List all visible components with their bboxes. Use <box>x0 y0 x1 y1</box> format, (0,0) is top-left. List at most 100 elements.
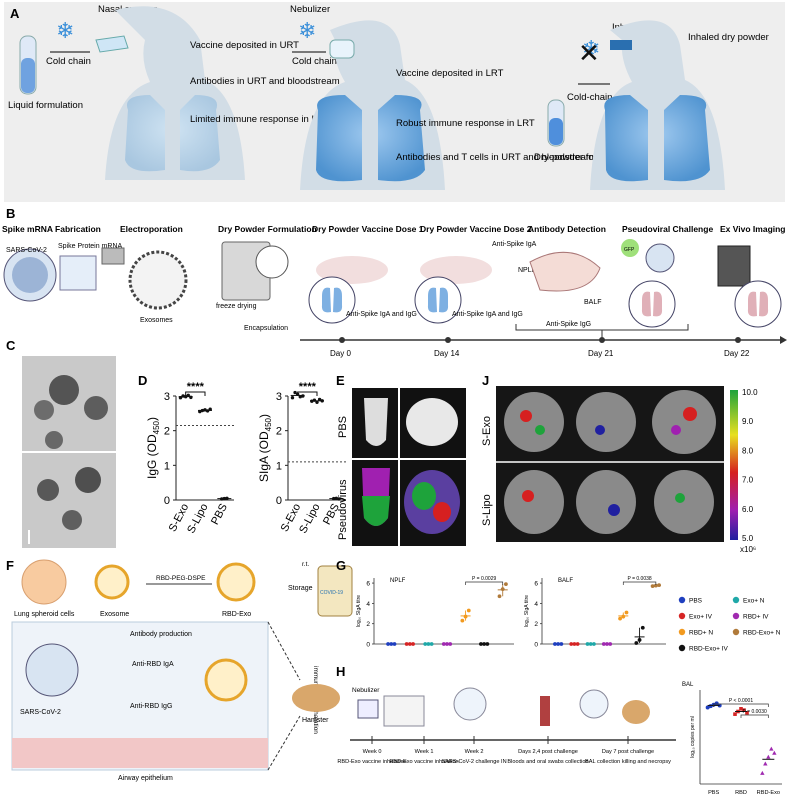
storage-label: Storage <box>288 585 313 592</box>
dissected-mouse-icon <box>529 251 601 292</box>
y-tick-label: 0 <box>276 495 282 507</box>
data-point <box>466 608 471 613</box>
y-tick-label: 2 <box>164 426 170 438</box>
nasal-sprayer-icon <box>95 35 129 53</box>
data-point <box>293 390 297 395</box>
tube-signal <box>362 496 390 526</box>
lung-slipo-3 <box>654 470 714 534</box>
snowflake-icon: ❄ <box>298 18 316 43</box>
legend-marker <box>678 612 686 620</box>
data-point <box>290 396 295 400</box>
iga-igg-label-2: Anti-Spike IgA and IgG <box>452 311 523 318</box>
vaccine-vial-icon <box>317 565 353 617</box>
snowflake-icon: ❄ <box>56 18 74 43</box>
y-tick-label: 0 <box>164 495 170 507</box>
heading-4: Dry Powder Vaccine Dose 2 <box>420 224 532 234</box>
row-label-pseudovirus: Pseudovirus <box>337 479 349 540</box>
lung-slipo-1 <box>504 470 564 534</box>
rt-label: r.t. <box>302 561 309 568</box>
x-tick-label: RBD-Exo <box>757 790 780 796</box>
p-value-2: P = 0.0030 <box>743 709 767 715</box>
panel-label-f: F <box>6 558 14 573</box>
colorbar-tick-label: 6.0 <box>742 505 754 514</box>
data-point <box>733 712 737 716</box>
data-point <box>618 616 622 621</box>
data-point <box>760 770 765 775</box>
signal-spot <box>675 493 685 503</box>
liquid-fill <box>21 58 35 93</box>
dry-powder-label: Dry-powder formulation <box>534 152 633 163</box>
pseudovirus-icon <box>645 243 675 273</box>
lung-slipo-2 <box>576 470 636 534</box>
colorbar-ticks: 10.09.08.07.06.05.0 <box>742 388 758 543</box>
data-point <box>650 584 655 589</box>
lung-sexo-1 <box>504 392 564 452</box>
panel-f: F Lung spheroid cells Exosome RBD-PEG-DS… <box>6 558 353 782</box>
vesicle <box>75 467 101 493</box>
nasal-note-3: Limited immune response in LRT <box>190 114 329 125</box>
y-tick-label: 2 <box>534 621 538 628</box>
sig-bracket <box>185 391 206 396</box>
legend-label: RBD-Exo+ N <box>743 630 781 637</box>
vesicle <box>62 510 82 530</box>
y-tick-label: 6 <box>366 581 370 588</box>
y-axis-label-text: IgG (OD <box>145 434 159 479</box>
anti-iga-label: Anti-Spike IgA <box>492 241 537 248</box>
timeline-week: Days 2,4 post challenge <box>518 749 578 755</box>
timeline-week: Day 7 post challenge <box>602 749 654 755</box>
colorbar-unit: x10⁶ <box>740 545 756 554</box>
panel-label-e: E <box>336 373 345 388</box>
data-point <box>504 582 508 586</box>
signal-spot <box>608 504 620 516</box>
lungs-light <box>125 95 220 172</box>
rbd-exo-mechanism-icon <box>204 658 248 702</box>
timeline-desc: RBD-Exo vaccine inhalation <box>389 759 458 765</box>
nebulizer-icon <box>357 699 379 719</box>
sig-bracket <box>465 581 504 585</box>
chart-title: BAL <box>682 682 694 688</box>
data-point <box>301 394 305 398</box>
data-point <box>624 610 629 615</box>
timeline-arrowhead <box>780 336 787 344</box>
timeline-desc: BAL collection killing and necropsy <box>585 759 671 765</box>
legend-marker <box>732 596 740 604</box>
spike-protein-icon <box>59 255 97 291</box>
day-21: Day 21 <box>588 349 614 358</box>
chart-title: NPLF <box>390 578 406 584</box>
day-0: Day 0 <box>330 349 351 358</box>
sig-label: **** <box>187 381 205 393</box>
legend-label: RBD-Exo+ IV <box>689 646 728 653</box>
lung-spheroid-label: Lung spheroid cells <box>14 611 75 618</box>
legend-label: RBD+ IV <box>743 614 769 621</box>
data-point <box>714 701 719 706</box>
vesicle <box>45 431 63 449</box>
legend-marker <box>732 628 740 636</box>
y-tick-label: 3 <box>276 391 282 403</box>
cold-chain-label-2: Cold chain <box>292 56 337 67</box>
cold-chain-text: Cold chain <box>46 56 91 67</box>
vesicle <box>49 375 79 405</box>
lung-dose1-icon <box>321 287 343 313</box>
blood-tube-icon <box>540 696 550 726</box>
y-tick-label: 4 <box>366 601 370 608</box>
electroporator-icon <box>101 247 125 265</box>
panel-label-d: D <box>138 373 147 388</box>
ab-label: Antibody production <box>130 631 192 638</box>
y-axis-label-sub: 450 <box>152 420 161 434</box>
scenario-inhaler: ❄ ✕ Cold-chain free Dry-powder formulati… <box>534 20 769 191</box>
rbd-exo-icon <box>216 562 256 602</box>
timeline-tick-day14 <box>445 337 451 343</box>
nplf-label: NPLF <box>518 267 536 274</box>
x-tick-label: PBS <box>209 502 230 527</box>
y-tick-label: 0 <box>534 642 538 649</box>
colorbar <box>730 390 738 540</box>
powder-zoom-icon <box>255 245 289 279</box>
heading-1: Electroporation <box>120 224 183 234</box>
lung-dose2-icon <box>427 287 449 313</box>
exosome-label: Exosome <box>100 611 129 618</box>
lung-pbs-icon <box>406 398 458 446</box>
